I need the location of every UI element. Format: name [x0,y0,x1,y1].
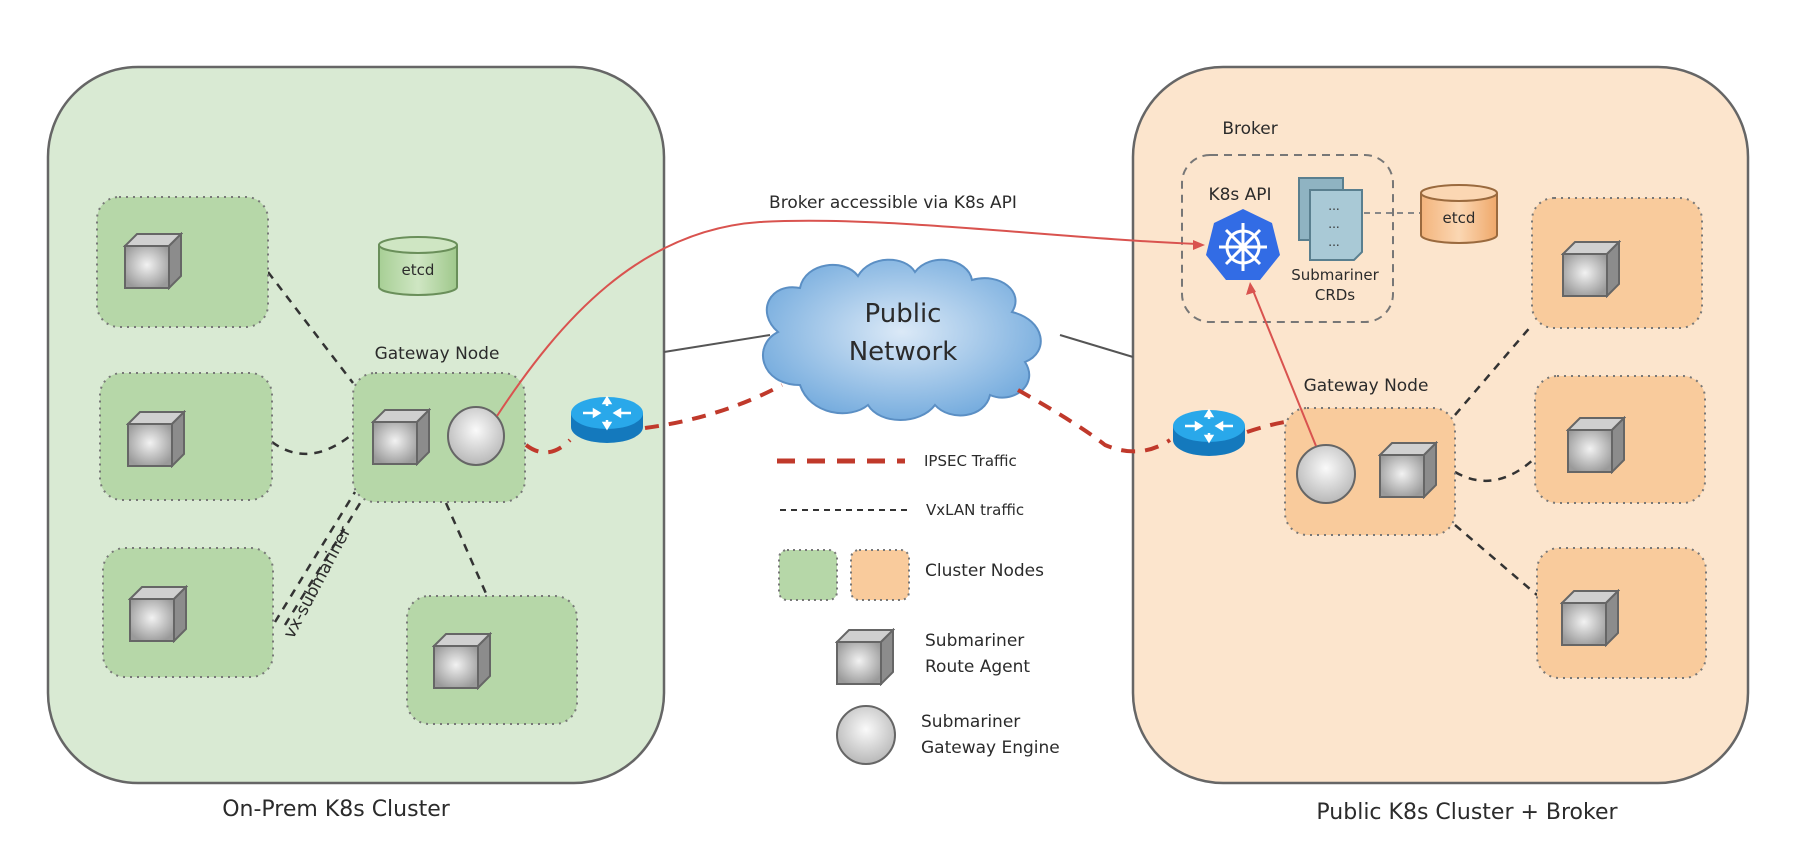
route-agent-icon [127,411,185,467]
legend-route-agent-line1: Submariner [925,631,1024,651]
public-network-cloud: Public Network [762,258,1042,421]
onprem-node [99,372,273,501]
public-node [1536,547,1707,679]
broker-box [1181,154,1394,323]
broker-link-label: Broker accessible via K8s API [769,193,1017,213]
crds-label-line1: Submariner [1291,266,1379,284]
legend-green-node-swatch [778,549,838,601]
public-node [1531,197,1703,329]
legend-orange-node-swatch [850,549,910,601]
submariner-crds-icon: ... ... ... [1298,177,1363,261]
legend: IPSEC Traffic VxLAN traffic Cluster Node… [777,452,1060,765]
public-gateway-label: Gateway Node [1304,376,1429,396]
legend-vxlan-label: VxLAN traffic [926,501,1024,519]
legend-route-agent-icon [836,629,894,685]
arrowhead-icon [1193,240,1205,250]
etcd-label: etcd [1443,209,1476,227]
legend-gateway-engine-line2: Gateway Engine [921,738,1060,758]
legend-gateway-engine-line1: Submariner [921,712,1020,732]
ipsec-tunnel [524,383,1286,455]
route-agent-icon [1567,417,1625,473]
onprem-node [96,196,269,328]
public-gateway-node [1284,407,1456,536]
onprem-etcd: etcd [378,236,458,296]
onprem-uplink [663,334,771,353]
public-cluster-caption: Public K8s Cluster + Broker [1316,800,1618,825]
route-agent-icon [433,633,491,689]
etcd-label: etcd [402,261,435,279]
k8s-api-label: K8s API [1208,185,1271,205]
onprem-node [102,547,274,678]
crd-doc-line: ... [1328,199,1339,213]
kubernetes-icon [1206,209,1280,280]
route-agent-icon [372,409,430,465]
broker-label: Broker [1222,119,1277,139]
crds-label-line2: CRDs [1315,286,1355,304]
onprem-vxlan-links [267,271,490,626]
onprem-node [406,595,578,725]
route-agent-icon [1379,442,1437,498]
public-router-icon [1171,408,1247,458]
route-agent-icon [124,233,182,289]
legend-ipsec-label: IPSEC Traffic [924,452,1017,470]
route-agent-icon [129,586,187,642]
public-etcd: etcd [1420,184,1498,244]
crd-doc-line: ... [1328,217,1339,231]
legend-route-agent-line2: Route Agent [925,657,1030,677]
onprem-gateway-node [352,372,526,503]
broker-api-links [496,219,1317,447]
onprem-router-icon [569,395,645,445]
legend-gateway-engine-icon [836,705,896,765]
crd-doc-line: ... [1328,235,1339,249]
cloud-label-line1: Public [865,299,942,329]
public-node [1534,375,1706,504]
route-agent-icon [1561,590,1619,646]
gateway-engine-icon [1296,444,1356,504]
route-agent-icon [1562,241,1620,297]
public-vxlan-links [1454,324,1538,596]
onprem-cluster-caption: On-Prem K8s Cluster [222,797,451,822]
arrowhead-icon [1246,282,1256,295]
cloud-label-line2: Network [849,337,958,367]
gateway-engine-icon [447,406,505,466]
legend-cluster-nodes-label: Cluster Nodes [925,561,1044,581]
public-uplink [1059,334,1134,358]
onprem-gateway-label: Gateway Node [375,344,500,364]
